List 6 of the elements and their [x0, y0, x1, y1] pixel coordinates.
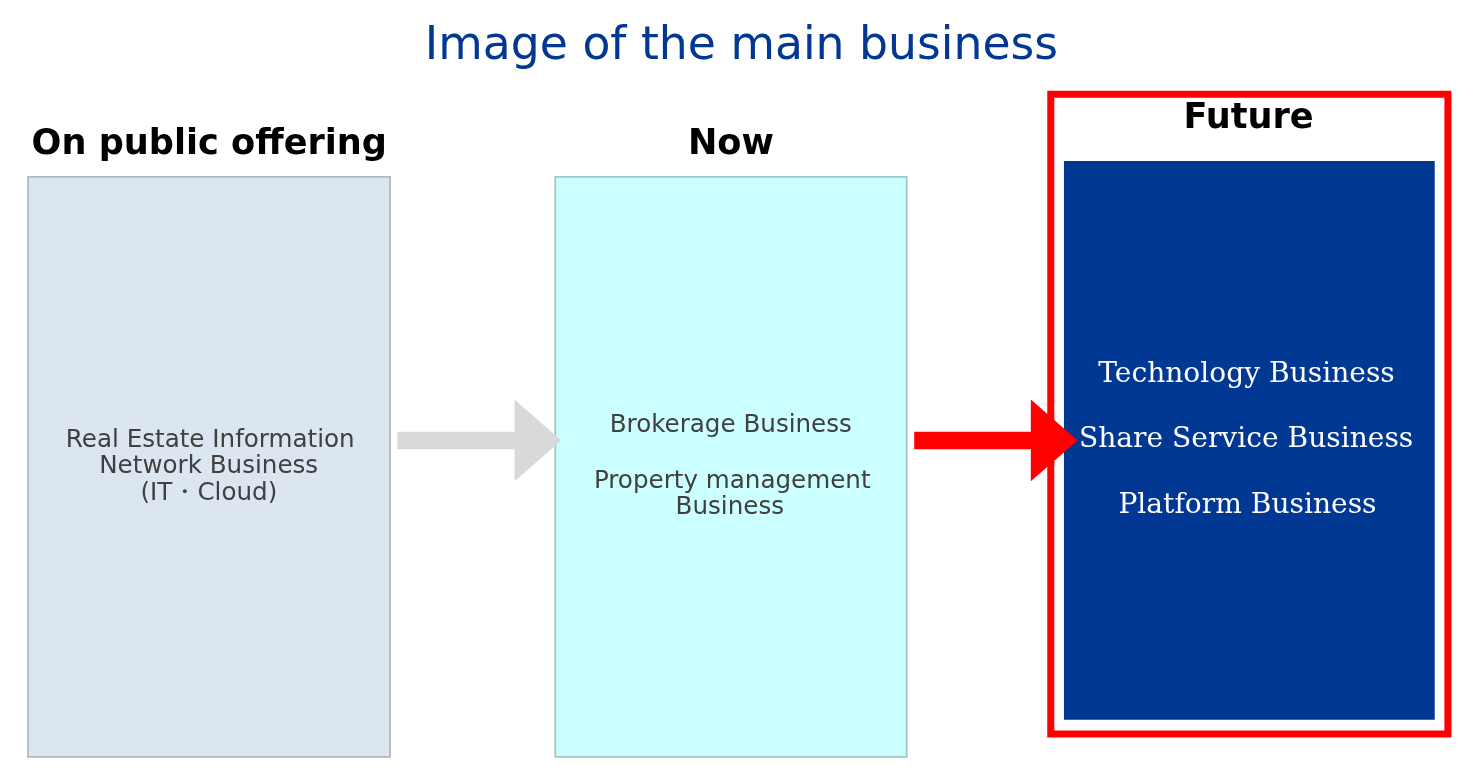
arrow [396, 399, 561, 482]
node-box: Technology Business Share Service Business Platform Business [1063, 161, 1435, 720]
diagram-title: Image of the main business [424, 16, 1058, 70]
arrow [913, 399, 1078, 482]
node-label: On public offering [31, 121, 387, 163]
node-label: Now [687, 121, 774, 163]
